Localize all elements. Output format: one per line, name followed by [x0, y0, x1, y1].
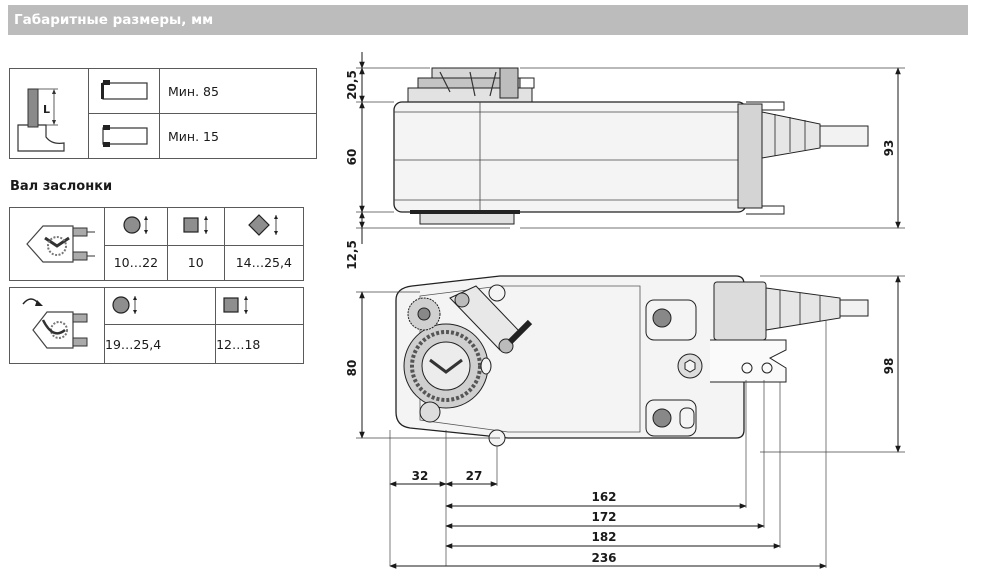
square-shaft-icon-cell — [166, 207, 225, 246]
dim-236: 236 — [591, 551, 616, 565]
svg-text:L: L — [43, 103, 50, 116]
length-min-15: Мин. 15 — [159, 113, 317, 159]
dim-172: 172 — [591, 510, 616, 524]
round-range-2: 19…25,4 — [103, 324, 217, 364]
dim-32: 32 — [412, 469, 429, 483]
dim-12-5: 12,5 — [345, 240, 359, 270]
clamp-reversed-cell — [9, 287, 105, 364]
front-view: 80 98 32 27 162 172 182 236 — [345, 275, 905, 569]
dim-80: 80 — [345, 360, 359, 377]
dim-182: 182 — [591, 530, 616, 544]
long-shaft-icon — [101, 80, 148, 100]
shaft-size-table: 10…22 10 14…25,4 — [9, 207, 305, 281]
dim-20-5: 20,5 — [345, 70, 359, 100]
section-title: Габаритные размеры, мм — [14, 12, 214, 28]
diagonal-shaft-icon — [247, 213, 278, 236]
short-shaft-icon — [102, 125, 148, 147]
section-header: Габаритные размеры, мм — [8, 5, 968, 35]
diagonal-shaft-icon-cell — [223, 207, 305, 246]
clamp-standard-icon — [26, 225, 95, 263]
round-shaft-icon — [123, 215, 148, 234]
clamp-reversed-icon — [22, 297, 88, 349]
side-view: 20,5 60 12,5 93 — [345, 52, 905, 270]
square-shaft-icon — [183, 215, 208, 234]
square-shaft-icon-cell-2 — [215, 287, 304, 325]
round-shaft-icon — [112, 295, 137, 314]
shaft-clamp-icon: L — [17, 88, 65, 152]
dim-93: 93 — [882, 140, 896, 157]
square-size-1: 10 — [166, 244, 225, 281]
dim-27: 27 — [466, 469, 483, 483]
shaft-section-title: Вал заслонки — [10, 179, 113, 194]
dim-162: 162 — [591, 490, 616, 504]
square-range-2: 12…18 — [215, 324, 304, 364]
shaft-size-table-2: 19…25,4 12…18 — [9, 287, 304, 364]
diagonal-range-1: 14…25,4 — [223, 244, 305, 281]
dim-98: 98 — [882, 358, 896, 375]
short-shaft-icon-cell — [88, 113, 160, 159]
square-shaft-icon — [223, 295, 249, 314]
clamp-standard-cell — [9, 207, 105, 281]
dim-60: 60 — [345, 149, 359, 166]
long-shaft-icon-cell — [88, 68, 160, 114]
shaft-length-table: L Мин. 85 Мин. 15 — [9, 68, 317, 159]
length-min-85: Мин. 85 — [159, 68, 317, 114]
